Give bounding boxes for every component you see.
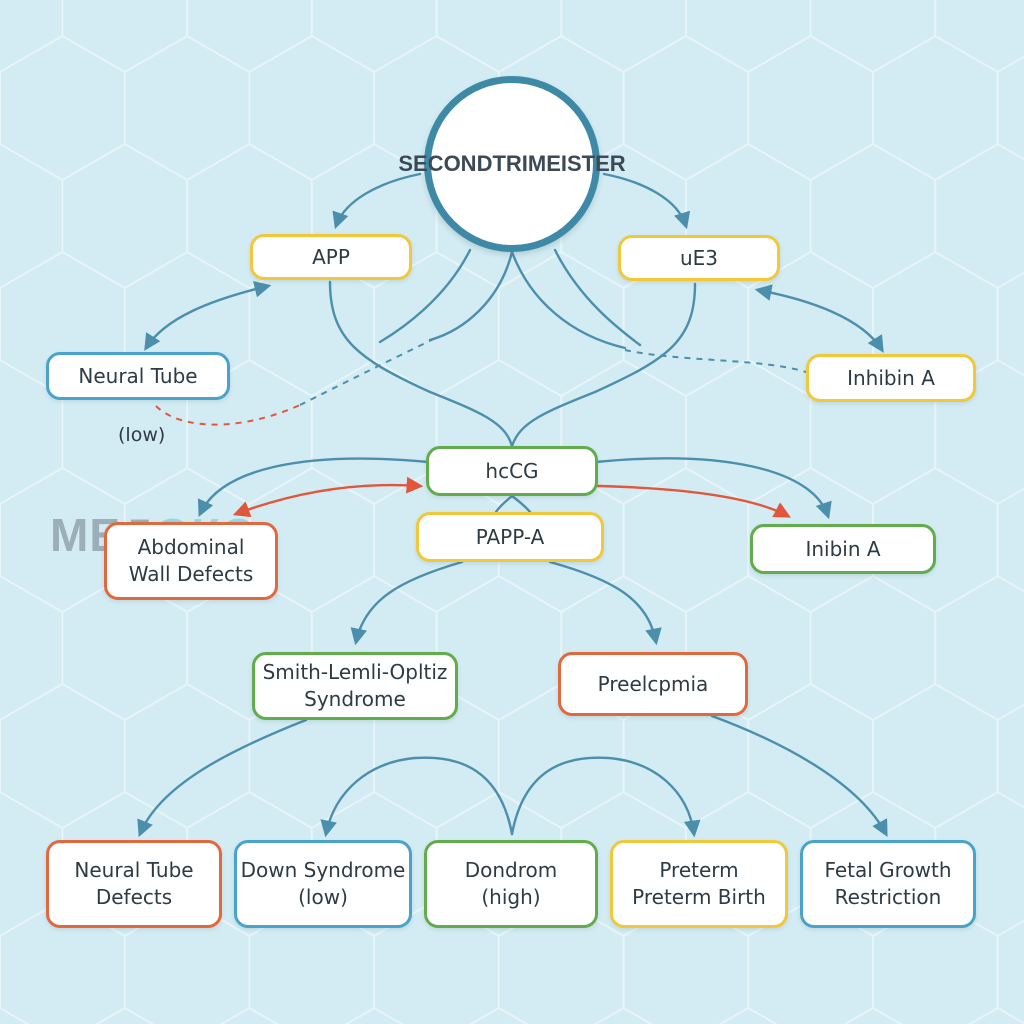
node-app: APP xyxy=(250,234,412,280)
edge-ue3-inhibin-a xyxy=(754,284,884,353)
node-fetal-growth-restriction: Fetal Growth Restriction xyxy=(800,840,976,928)
edge-center-left-loop xyxy=(428,250,514,342)
note-low: (low) xyxy=(118,424,166,446)
center-title-line1: SECOND xyxy=(398,151,493,176)
edge-ue3-hccg xyxy=(510,282,697,448)
edge-center-ue3 xyxy=(602,172,691,230)
edge-app-hccg xyxy=(328,280,514,448)
node-preterm-birth: Preterm Preterm Birth xyxy=(610,840,788,928)
node-ue3: uE3 xyxy=(618,235,780,281)
edge-red-hccg-inibin xyxy=(596,484,791,518)
edge-red-abdominal-hccg xyxy=(232,476,424,518)
node-abdominal-wall-defects: Abdominal Wall Defects xyxy=(104,522,278,600)
center-node-second-trimester: SECOND TRIMEISTER xyxy=(398,76,626,252)
edge-pappa-preeclampsia xyxy=(548,560,662,646)
edge-center-app xyxy=(332,172,422,230)
dashed-neural-tube-center xyxy=(155,404,301,426)
edge-arc-down xyxy=(320,756,514,838)
node-neural-tube: Neural Tube xyxy=(46,352,230,400)
dashed-center-left xyxy=(299,335,441,406)
node-hccg: hcCG xyxy=(426,446,598,496)
edge-app-neural-tube xyxy=(144,280,272,351)
center-title-line2: TRIMEISTER xyxy=(492,151,626,176)
node-preeclampsia: Preelcpmia xyxy=(558,652,748,716)
node-down-syndrome-low: Down Syndrome (low) xyxy=(234,840,412,928)
edge-hccg-inibin xyxy=(594,457,832,520)
node-smith-lemli-opitz: Smith-Lemli-Opltiz Syndrome xyxy=(252,652,458,720)
edge-pappa-smith xyxy=(350,560,464,646)
edge-center-hccg-inner xyxy=(378,248,472,344)
node-inhibin-a: Inhibin A xyxy=(806,354,976,402)
edge-arc-preterm xyxy=(510,756,701,838)
node-neural-tube-defects: Neural Tube Defects xyxy=(46,840,222,928)
dashed-center-inhibin xyxy=(624,349,807,373)
edge-hccg-abdominal xyxy=(197,457,430,518)
edge-smith-ntd xyxy=(137,718,308,838)
edge-preeclampsia-fgr xyxy=(710,714,888,837)
edge-hccg-pappa-right xyxy=(510,494,532,514)
edge-hccg-pappa-left xyxy=(494,494,514,514)
edge-center-hccg-inner-right xyxy=(553,248,642,347)
node-dondrom-high: Dondrom (high) xyxy=(424,840,598,928)
node-inibin-a: Inibin A xyxy=(750,524,936,574)
edge-center-right-loop xyxy=(510,250,627,350)
node-papp-a: PAPP-A xyxy=(416,512,604,562)
